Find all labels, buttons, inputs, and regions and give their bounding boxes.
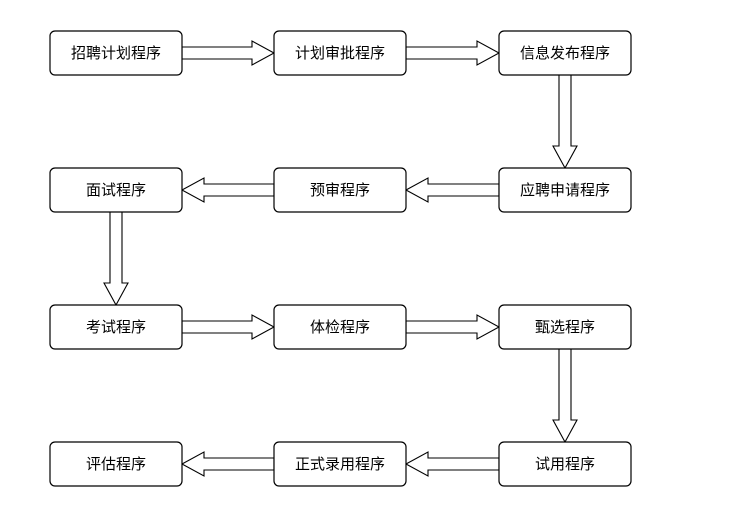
flow-arrow: [404, 451, 500, 477]
flow-node-label: 信息发布程序: [520, 44, 610, 62]
flow-node-label: 体检程序: [310, 318, 370, 336]
flow-node: 预审程序: [273, 167, 407, 213]
flow-node: 计划审批程序: [273, 30, 407, 76]
flow-node-label: 招聘计划程序: [71, 44, 161, 62]
flow-node-box: [498, 304, 632, 350]
flow-node: 正式录用程序: [273, 441, 407, 487]
flow-node-box: [49, 304, 183, 350]
flow-node-label: 评估程序: [86, 455, 146, 473]
flow-node-box: [273, 441, 407, 487]
flow-node: 招聘计划程序: [49, 30, 183, 76]
flow-node: 评估程序: [49, 441, 183, 487]
flow-node-label: 计划审批程序: [295, 44, 385, 62]
flow-node-label: 面试程序: [86, 181, 146, 199]
flow-arrow: [552, 348, 578, 444]
flow-arrow: [180, 177, 275, 203]
flow-arrow: [103, 211, 129, 307]
flow-node-label: 应聘申请程序: [520, 181, 610, 199]
arrows-layer: [103, 40, 578, 477]
flow-arrow: [405, 314, 501, 340]
flow-node: 应聘申请程序: [498, 167, 632, 213]
flow-node-box: [273, 167, 407, 213]
flow-node-box: [49, 30, 183, 76]
flow-arrow: [552, 74, 578, 170]
flow-node-box: [273, 304, 407, 350]
flow-arrow: [181, 40, 276, 66]
flow-node-box: [498, 30, 632, 76]
flow-node-box: [498, 167, 632, 213]
flow-node-label: 试用程序: [535, 455, 595, 473]
flow-arrow: [180, 451, 275, 477]
flow-node: 试用程序: [498, 441, 632, 487]
flow-node-box: [49, 167, 183, 213]
flow-node: 面试程序: [49, 167, 183, 213]
flow-node: 信息发布程序: [498, 30, 632, 76]
flow-node-label: 甄选程序: [535, 318, 595, 336]
flow-arrow: [181, 314, 276, 340]
flow-node: 体检程序: [273, 304, 407, 350]
flow-node-label: 预审程序: [310, 181, 370, 199]
flow-arrow: [405, 40, 501, 66]
flow-node-label: 考试程序: [86, 318, 146, 336]
flow-node-label: 正式录用程序: [295, 455, 385, 473]
flow-node-box: [498, 441, 632, 487]
flow-node: 考试程序: [49, 304, 183, 350]
flow-node-box: [49, 441, 183, 487]
flow-node-box: [273, 30, 407, 76]
flow-node: 甄选程序: [498, 304, 632, 350]
flow-arrow: [404, 177, 500, 203]
